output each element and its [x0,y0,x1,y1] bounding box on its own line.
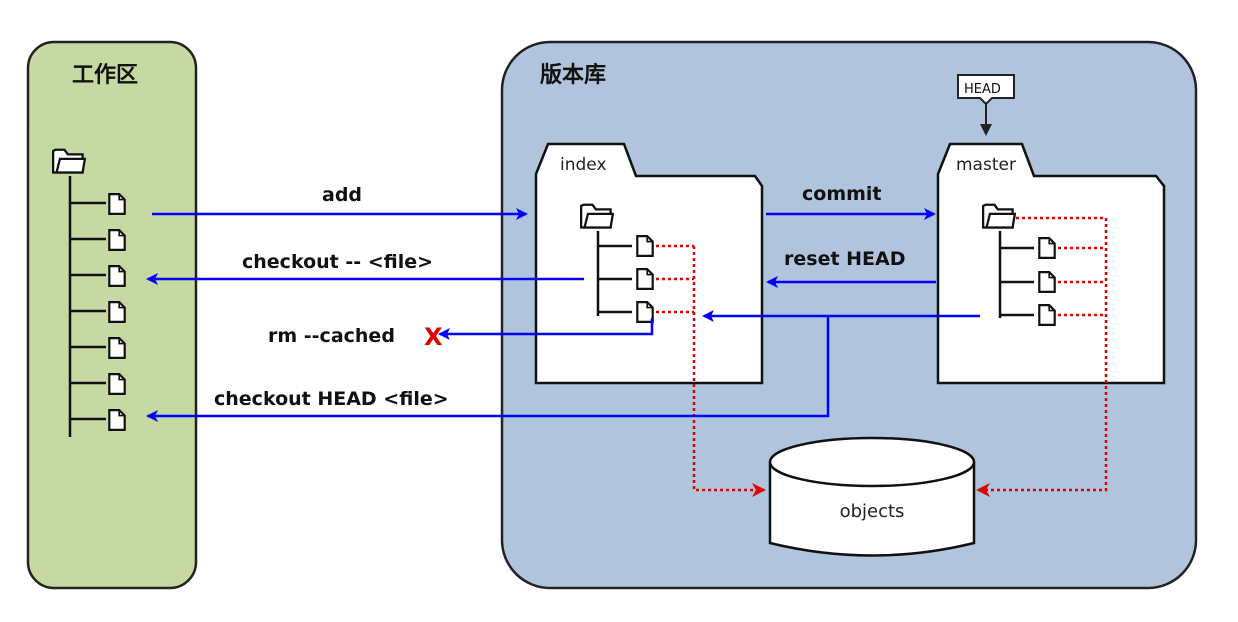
checkout-head-file-label: checkout HEAD <file> [214,388,449,410]
file-icon [636,301,654,323]
file-icon [108,337,126,359]
head-label: HEAD [964,82,1001,97]
file-icon [636,235,654,257]
file-icon [1038,271,1056,293]
master-to-objects-links [976,216,1108,497]
workspace-file-3 [70,265,126,287]
file-icon [108,409,126,431]
file-icon [108,301,126,323]
workspace-file-7 [70,409,126,431]
file-icon [1038,304,1056,326]
workspace-title: 工作区 [72,63,138,88]
master-label: master [956,155,1016,175]
objects-label: objects [840,501,905,522]
file-icon [1038,237,1056,259]
checkout-file-label: checkout -- <file> [242,251,433,273]
index-to-objects-links [656,244,766,497]
file-icon [108,373,126,395]
workspace-file-6 [70,373,126,395]
master-box: master [936,142,1166,385]
objects-database: objects [768,436,976,557]
workspace-file-2 [70,229,126,251]
rm-cached-label: rm --cached [268,325,395,347]
workspace-panel: 工作区 [26,40,198,590]
workspace-file-5 [70,337,126,359]
commit-label: commit [802,183,882,205]
head-pointer: HEAD [957,74,1015,136]
rm-cached-x-mark: X [424,323,443,351]
workspace-file-tree [52,148,126,437]
file-icon [636,268,654,290]
add-label: add [322,184,362,206]
file-icon [108,229,126,251]
checkout-head-file-arrow [146,316,830,422]
file-icon [108,265,126,287]
index-box: index [534,142,764,385]
workspace-file-4 [70,301,126,323]
operation-arrows [146,208,980,422]
repository-title: 版本库 [540,63,606,88]
index-label: index [560,155,607,175]
rm-cached-arrow [438,318,654,340]
reset-head-label: reset HEAD [784,248,906,270]
operation-labels: add checkout -- <file> rm --cached X che… [214,183,906,410]
file-icon [108,193,126,215]
workspace-file-1 [70,193,126,215]
